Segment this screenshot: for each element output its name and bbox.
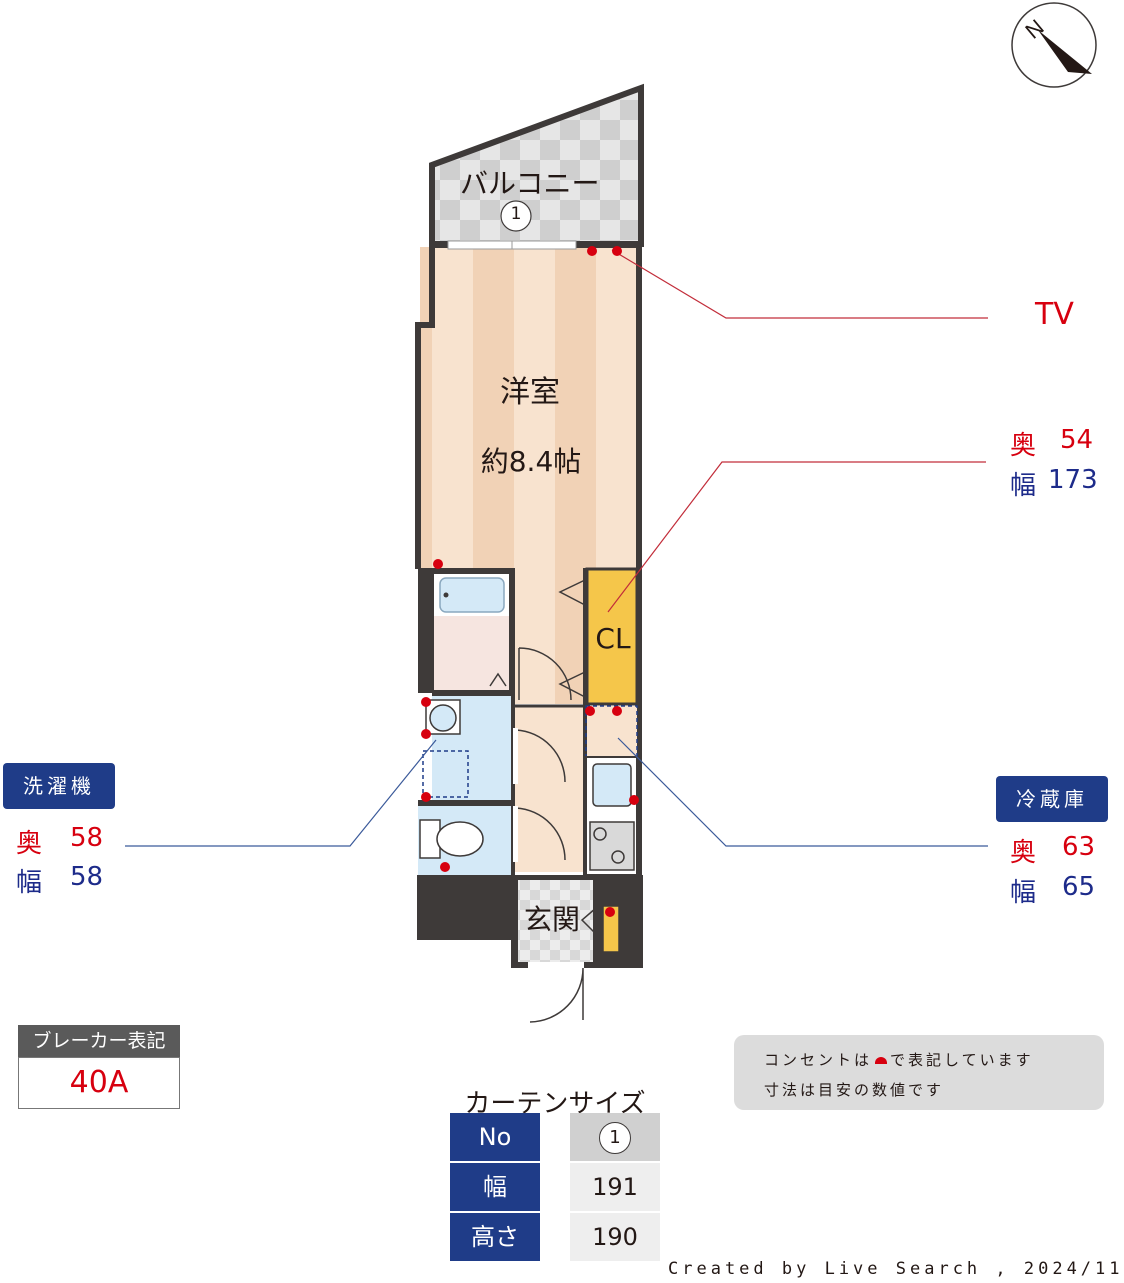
outlet-icon (421, 792, 431, 802)
tv-label: TV (1035, 297, 1074, 332)
closet-depth-value: 54 (1060, 425, 1094, 455)
shoe-box (602, 905, 620, 953)
closet-width-value: 173 (1048, 465, 1098, 495)
note-line-2: 寸法は目安の数値です (764, 1081, 945, 1099)
closet-width: 幅 173 (1010, 465, 1098, 502)
outlets (421, 246, 639, 917)
toilet-wall-top (418, 800, 515, 806)
wash-wall-top (418, 690, 515, 696)
kitchen-sink-icon (592, 763, 632, 807)
fridge-width: 幅 65 (1010, 872, 1095, 909)
drain-icon (443, 592, 449, 598)
curtain-value-width: 191 (570, 1163, 660, 1211)
curtain-value-no: 1 (570, 1113, 660, 1161)
closet-depth-key: 奥 (1010, 431, 1037, 461)
fridge-depth-value: 63 (1062, 832, 1096, 862)
compass-arrow-icon (1038, 30, 1092, 74)
outlet-note: コンセントはで表記しています 寸法は目安の数値です (734, 1035, 1104, 1110)
washer-tag: 洗濯機 (3, 763, 115, 809)
tv-leader-line (611, 249, 988, 319)
bathtub-icon (439, 577, 505, 613)
note-line-1-pre: コンセントは (764, 1051, 873, 1069)
wall-block-bottom-left (417, 875, 513, 940)
bath-door (518, 647, 572, 701)
outlet-legend-icon (875, 1057, 888, 1064)
outlet-icon (605, 907, 615, 917)
front-door (529, 967, 584, 1023)
credit-text: Created by Live Search , 2024/11 (668, 1259, 1124, 1279)
outlet-icon (612, 246, 622, 256)
outlet-icon (433, 559, 443, 569)
western-room-floor (420, 247, 637, 569)
outlet-icon (421, 729, 431, 739)
shoe-box-door (580, 907, 597, 935)
closet-width-key: 幅 (1010, 471, 1037, 501)
basin-bowl-icon (429, 704, 457, 732)
burner-icon (611, 850, 625, 864)
western-room-size: 約8.4帖 (480, 445, 582, 478)
outlet-icon (421, 697, 431, 707)
curtain-value-height: 190 (570, 1213, 660, 1261)
entrance-label: 玄関 (523, 903, 580, 936)
balcony-number: 1 (510, 204, 522, 224)
washer-leader-line (125, 739, 437, 847)
balcony-label: バルコニー (460, 167, 600, 200)
curtain-number-circle: 1 (599, 1122, 631, 1154)
fridge-leader-line (617, 737, 988, 847)
entrance-floor (518, 880, 593, 962)
note-line-1-post: で表記しています (890, 1051, 1034, 1069)
outlet-icon (612, 706, 622, 716)
closet-door-lower (558, 671, 586, 698)
breaker-value: 40A (18, 1057, 180, 1109)
front-door-gap (528, 962, 584, 970)
bath-door-marker (489, 672, 507, 687)
fridge-depth: 奥 63 (1010, 832, 1095, 869)
balcony-number-circle (500, 200, 532, 232)
washer-depth-value: 58 (70, 823, 104, 853)
wash-door-gap (513, 728, 518, 784)
toilet-bowl-icon (436, 821, 484, 857)
closet-area (585, 567, 639, 706)
breaker-heading: ブレーカー表記 (18, 1025, 180, 1057)
fridge-width-key: 幅 (1010, 878, 1037, 908)
burner-icon (593, 827, 607, 841)
fridge-depth-key: 奥 (1010, 838, 1037, 868)
compass: N (1011, 2, 1097, 88)
washer-space (422, 750, 469, 798)
closet-depth: 奥 54 (1010, 425, 1093, 462)
outlet-icon (587, 246, 597, 256)
washer-width: 幅 58 (16, 862, 103, 899)
curtain-header-width: 幅 (450, 1163, 540, 1211)
closet-leader-line (607, 461, 986, 613)
outlet-icon (629, 795, 639, 805)
bath-floor (434, 616, 509, 690)
closet-label: CL (595, 622, 631, 655)
outlet-icon (440, 862, 450, 872)
curtain-header-no: No (450, 1113, 540, 1161)
hall-floor-lower (514, 706, 585, 872)
washer-depth: 奥 58 (16, 823, 103, 860)
fridge-tag: 冷蔵庫 (996, 776, 1108, 822)
toilet-door-gap (513, 806, 518, 862)
outlet-icon (585, 706, 595, 716)
hall-floor-upper (515, 569, 585, 704)
fridge-width-value: 65 (1062, 872, 1096, 902)
washer-width-value: 58 (70, 862, 104, 892)
washer-width-key: 幅 (16, 868, 43, 898)
washer-depth-key: 奥 (16, 829, 43, 859)
note-line-1: コンセントはで表記しています (764, 1049, 1034, 1070)
closet-door-upper (558, 579, 586, 606)
cooktop-icon (589, 821, 635, 871)
curtain-header-height: 高さ (450, 1213, 540, 1261)
outer-wall-left (415, 247, 435, 569)
western-room-label: 洋室 (500, 375, 560, 410)
